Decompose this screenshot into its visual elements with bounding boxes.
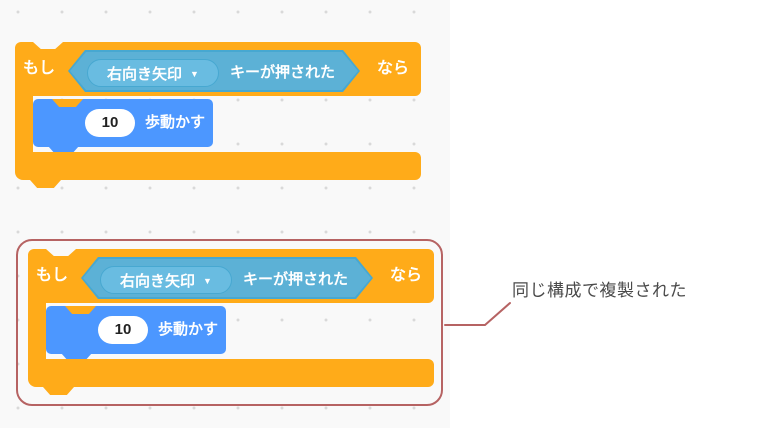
if-block-left-wall [28, 303, 46, 359]
dropdown-caret-icon: ▼ [203, 275, 212, 286]
annotation-text: 同じ構成で複製された [512, 281, 687, 300]
move-block-bottom-tab [61, 353, 92, 361]
dropdown-caret-icon: ▼ [190, 68, 199, 79]
mouth-connector-tab [65, 306, 96, 314]
condition-hexagon[interactable]: 右向き矢印 ▼ キーが押された [68, 50, 360, 92]
move-block[interactable]: 10 歩動かす [33, 99, 213, 147]
key-dropdown-value: 右向き矢印 [120, 272, 196, 290]
if-block-left-wall [15, 96, 33, 152]
if-label: もし [23, 60, 56, 77]
blocks-workspace[interactable]: もし 右向き矢印 ▼ キーが押された なら 10 歩動かす [0, 0, 450, 428]
condition-hexagon-fill: 右向き矢印 ▼ キーが押された [70, 52, 358, 90]
script-original[interactable]: もし 右向き矢印 ▼ キーが押された なら 10 歩動かす [15, 42, 421, 188]
script-duplicated[interactable]: もし 右向き矢印 ▼ キーが押された なら 10 歩動かす [28, 249, 434, 395]
if-block-top-arm[interactable]: もし 右向き矢印 ▼ キーが押された なら [28, 249, 434, 303]
then-label: なら [377, 60, 410, 77]
mouth-connector-tab [52, 99, 83, 107]
move-block[interactable]: 10 歩動かす [46, 306, 226, 354]
condition-hexagon[interactable]: 右向き矢印 ▼ キーが押された [81, 257, 373, 299]
steps-input[interactable]: 10 [98, 316, 148, 344]
if-label: もし [36, 267, 69, 284]
steps-label: 歩動かす [158, 321, 219, 338]
top-notch [46, 249, 76, 256]
if-block-bottom-connector [43, 387, 74, 395]
key-dropdown[interactable]: 右向き矢印 ▼ [100, 266, 232, 294]
key-dropdown-value: 右向き矢印 [107, 65, 183, 83]
if-block-bottom-arm[interactable] [28, 359, 434, 387]
steps-input[interactable]: 10 [85, 109, 135, 137]
condition-hexagon-fill: 右向き矢印 ▼ キーが押された [83, 259, 371, 297]
move-block-bottom-tab [48, 146, 79, 154]
steps-label: 歩動かす [145, 114, 206, 131]
key-dropdown[interactable]: 右向き矢印 ▼ [87, 59, 219, 87]
condition-label: キーが押された [230, 64, 336, 81]
condition-label: キーが押された [243, 271, 349, 288]
if-block-bottom-connector [30, 180, 61, 188]
then-label: なら [390, 267, 423, 284]
if-block-bottom-arm[interactable] [15, 152, 421, 180]
top-notch [33, 42, 63, 49]
if-block-top-arm[interactable]: もし 右向き矢印 ▼ キーが押された なら [15, 42, 421, 96]
